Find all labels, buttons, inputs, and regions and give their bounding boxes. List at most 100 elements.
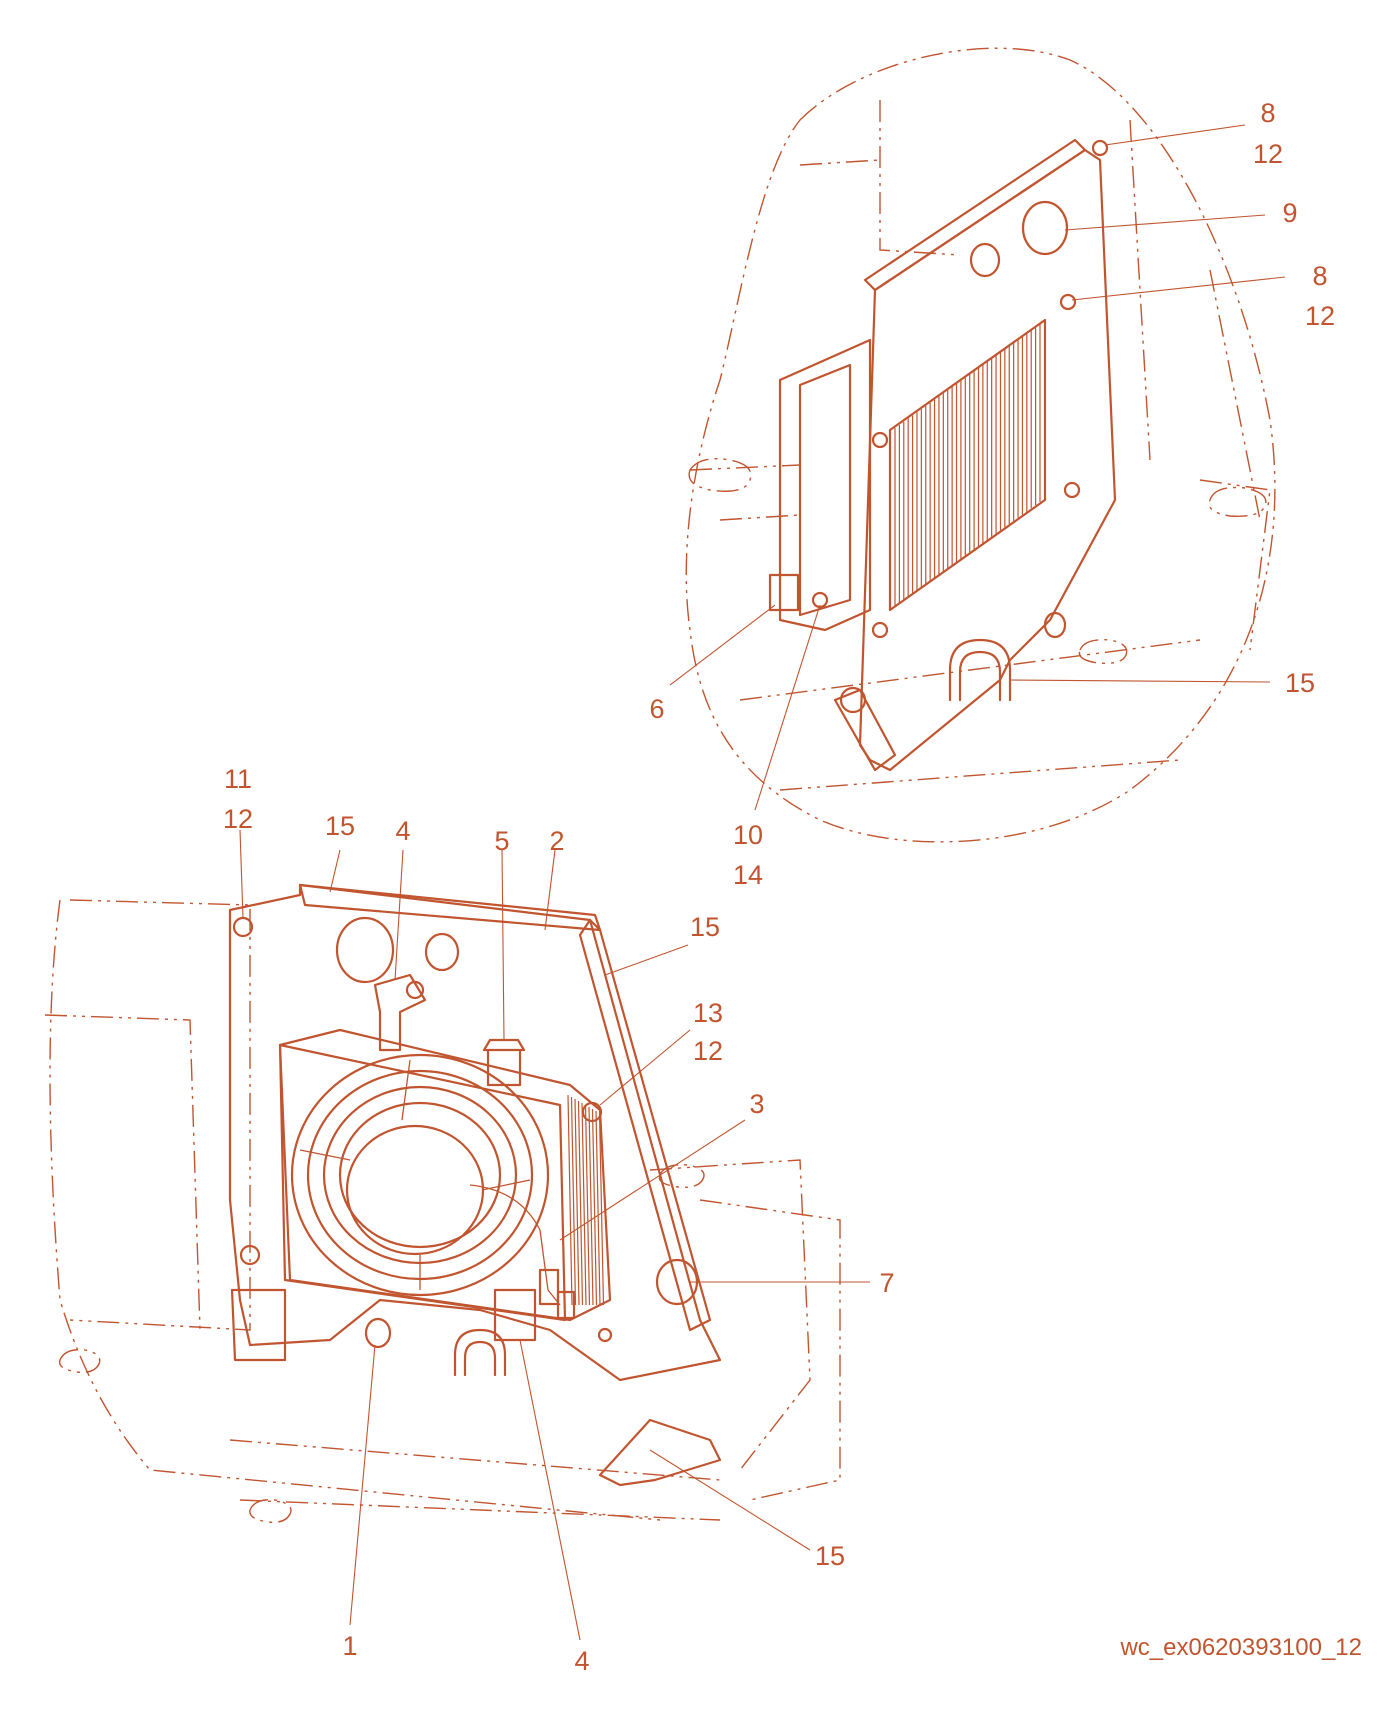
leader-5 bbox=[501, 849, 505, 1041]
detail-view-upper bbox=[685, 47, 1276, 843]
leader-13 bbox=[599, 1029, 691, 1106]
callout-7: 7 bbox=[879, 1268, 894, 1298]
cooler-front-face bbox=[278, 1043, 567, 1322]
cooler-fin bbox=[581, 1102, 587, 1306]
frame-dash-upper-5 bbox=[1129, 119, 1261, 521]
frame-slot-lower-3 bbox=[58, 1349, 101, 1374]
frame-slot-upper-1 bbox=[688, 458, 752, 492]
fan-cable bbox=[469, 1184, 561, 1306]
callout-2: 2 bbox=[549, 826, 564, 856]
callout-9: 9 bbox=[1282, 198, 1297, 228]
cooler-fin bbox=[591, 1108, 598, 1306]
bolt-lower-2 bbox=[239, 1244, 261, 1266]
callout-15-bottom: 15 bbox=[815, 1541, 845, 1571]
frame-dash-upper-4 bbox=[739, 639, 1201, 791]
leader-6 bbox=[669, 604, 776, 686]
callout-15-top: 15 bbox=[1285, 668, 1315, 698]
bolt-upper-6 bbox=[811, 591, 829, 609]
leader-4-bottom bbox=[519, 1339, 581, 1641]
callout-13: 13 bbox=[693, 998, 723, 1028]
elbow-fitting-nut bbox=[405, 980, 425, 1000]
leader-15-right bbox=[604, 944, 689, 976]
callout-6: 6 bbox=[649, 694, 664, 724]
side-tank-upper-face bbox=[798, 363, 852, 617]
leader-4-top bbox=[394, 849, 404, 981]
leader-8-top bbox=[1104, 124, 1246, 146]
callout-8-top: 8 bbox=[1260, 98, 1275, 128]
u-clamp-upper bbox=[948, 638, 1012, 702]
fan-guard-spoke-2 bbox=[401, 1059, 411, 1121]
plate-hole-small-lower bbox=[424, 932, 460, 972]
frame-dash-upper-3 bbox=[689, 464, 801, 521]
frame-slot-lower-2 bbox=[249, 1499, 292, 1524]
grommet-upper bbox=[839, 686, 867, 714]
bolt-upper-5 bbox=[871, 621, 889, 639]
radiator-fins-upper bbox=[894, 324, 1041, 606]
callout-4-bottom: 4 bbox=[574, 1646, 589, 1676]
cooler-fin bbox=[584, 1104, 591, 1306]
callout-10: 10 bbox=[733, 820, 763, 850]
elbow-fitting-top bbox=[373, 973, 427, 1052]
plate-hole-large-lower bbox=[335, 916, 395, 984]
callout-14: 14 bbox=[733, 860, 763, 890]
leader-15-top bbox=[1009, 679, 1271, 683]
breather-cap bbox=[482, 1038, 526, 1087]
frame-slot-upper-3 bbox=[1078, 639, 1128, 665]
leader-11 bbox=[239, 829, 244, 919]
leader-15-left bbox=[329, 849, 341, 893]
fan-guard-ring-3 bbox=[322, 1085, 518, 1265]
bolt-upper-1 bbox=[1091, 139, 1109, 157]
mounting-plate-upper-edge bbox=[863, 138, 1087, 292]
fan-connector-2 bbox=[556, 1290, 576, 1320]
cooler-fin bbox=[598, 1112, 605, 1306]
leader-8-mid bbox=[1071, 276, 1286, 301]
frame-dash-lower-1 bbox=[49, 899, 661, 1521]
cooler-fin bbox=[595, 1110, 601, 1306]
bolt-upper-2 bbox=[1059, 293, 1077, 311]
fan-hub bbox=[345, 1124, 485, 1256]
main-view-lower bbox=[44, 883, 841, 1524]
frame-dash-lower-3 bbox=[229, 1439, 721, 1521]
callout-4-top: 4 bbox=[395, 816, 410, 846]
frame-slot-upper-2 bbox=[1208, 486, 1267, 517]
callout-15-left: 15 bbox=[325, 811, 355, 841]
drawing-reference-code: wc_ex0620393100_12 bbox=[1119, 1634, 1362, 1661]
fan-guard-spoke-1 bbox=[299, 1149, 351, 1161]
side-rail-lower bbox=[578, 918, 712, 1332]
mounting-plate-lower bbox=[228, 883, 722, 1382]
cooler-fin bbox=[574, 1098, 580, 1306]
callout-12-left-b: 12 bbox=[693, 1036, 723, 1066]
callout-1: 1 bbox=[342, 1631, 357, 1661]
plate-hole-large-upper bbox=[1021, 200, 1069, 256]
radiator-core-upper bbox=[888, 318, 1047, 612]
bracket-foot-lower bbox=[598, 1418, 722, 1487]
bolt-lower-4 bbox=[597, 1327, 613, 1343]
frame-dash-upper-6 bbox=[1199, 479, 1271, 651]
callout-15-right: 15 bbox=[690, 912, 720, 942]
detail-bubble-outline bbox=[685, 47, 1276, 843]
leader-lines bbox=[239, 124, 1286, 1641]
leader-1 bbox=[349, 1344, 376, 1626]
bolt-upper-4 bbox=[871, 431, 889, 449]
callout-8-mid: 8 bbox=[1312, 261, 1327, 291]
bolt-upper-3 bbox=[1063, 481, 1081, 499]
fan-connector bbox=[538, 1268, 560, 1306]
left-bracket-lower bbox=[230, 1288, 287, 1362]
leader-9 bbox=[1064, 214, 1266, 231]
bottom-fitting bbox=[493, 1288, 537, 1342]
u-clamp-lower bbox=[453, 1328, 507, 1377]
frame-dash-upper-1 bbox=[879, 100, 961, 256]
callout-3: 3 bbox=[749, 1089, 764, 1119]
fan-guard-ring-4 bbox=[338, 1101, 502, 1249]
fan-guard-outer bbox=[290, 1053, 550, 1297]
bracket-foot-upper bbox=[833, 688, 897, 772]
callout-11: 11 bbox=[224, 764, 252, 794]
side-tank-upper bbox=[778, 338, 872, 632]
plate-hole-bottom-lower bbox=[364, 1317, 392, 1349]
frame-dash-upper-2 bbox=[799, 159, 881, 166]
callout-12-left: 12 bbox=[223, 804, 253, 834]
frame-dash-lower-4 bbox=[649, 1159, 841, 1501]
callout-5: 5 bbox=[494, 826, 509, 856]
cooler-fin bbox=[567, 1094, 573, 1306]
